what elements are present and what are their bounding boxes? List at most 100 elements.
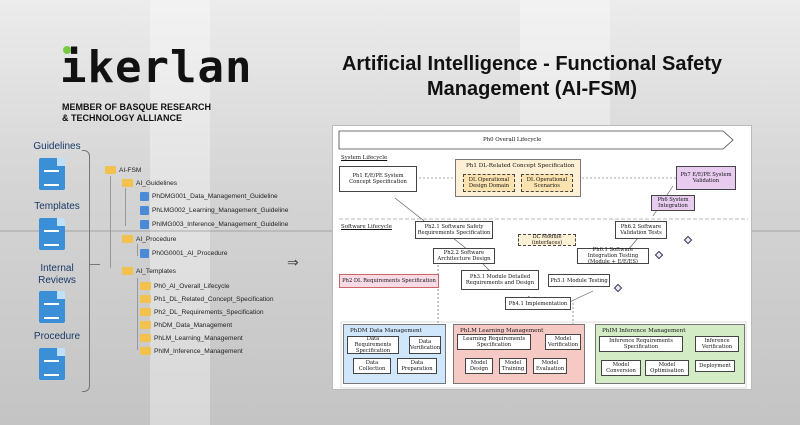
ph6-1-box: Ph6.1 Software Integration Testing (Modu…	[577, 247, 649, 265]
ph3-1-box: Ph3.1 Module Detailed Requirements and D…	[461, 270, 539, 290]
category-bracket	[82, 150, 90, 392]
tree-label: PhDM_Data_Management	[154, 321, 233, 329]
lm-design-box: Model Design	[465, 358, 493, 374]
ph2-dl-requirements-box: Ph2 DL Requirements Specification	[339, 274, 439, 288]
tree-item-template[interactable]: PhLM_Learning_Management	[140, 332, 243, 344]
page-title: Artificial Intelligence - Functional Saf…	[282, 52, 782, 102]
folder-icon	[140, 334, 151, 342]
ph6-system-integration-box: Ph6 System Integration	[651, 195, 695, 211]
tree-item-template[interactable]: PhDM_Data_Management	[140, 319, 232, 331]
system-lifecycle-label: System Lifecycle	[341, 155, 388, 161]
tree-item-file[interactable]: PhLMG002_Learning_Management_Guideline	[140, 204, 288, 216]
management-frame	[340, 321, 747, 389]
tree-line	[137, 278, 138, 350]
tree-label: Ph2_DL_Requirements_Specification	[154, 308, 264, 316]
dm-preparation-box: Data Preparation	[397, 358, 437, 374]
category-label-internal-reviews: Internal Reviews	[38, 263, 76, 286]
folder-icon	[105, 166, 116, 174]
tree-label: AI_Guidelines	[136, 179, 178, 187]
tree-line	[110, 176, 111, 268]
category-label-guidelines: Guidelines	[33, 141, 81, 152]
title-line2: Management (AI-FSM)	[427, 78, 637, 100]
category-label-procedure: Procedure	[33, 331, 81, 342]
tree-item-template[interactable]: Ph0_AI_Overall_Lifecycle	[140, 280, 230, 292]
tree-item-file[interactable]: PhDMG001_Data_Management_Guideline	[140, 190, 278, 202]
tree-line	[137, 244, 138, 256]
lm-requirements-box: Learning Requirements Specification	[457, 334, 531, 350]
folder-icon	[140, 282, 151, 290]
bg-shape	[150, 0, 210, 425]
ph2-1-box: Ph2.1 Software Safety Requirements Speci…	[415, 221, 493, 239]
diagram-connectors	[338, 130, 748, 389]
ph1-dl-title: Ph1 DL-Related Concept Specification	[466, 163, 575, 169]
alliance-line2: & TECHNOLOGY ALLIANCE	[62, 113, 183, 123]
alliance-line1: MEMBER OF BASQUE RESEARCH	[62, 102, 212, 112]
folder-icon	[122, 235, 133, 243]
im-optimisation-box: Model Optimisation	[645, 360, 689, 376]
tree-label: PhIM_Inference_Management	[154, 347, 243, 355]
tree-item-template[interactable]: Ph1_DL_Related_Concept_Specification	[140, 293, 274, 305]
tree-line	[125, 188, 126, 226]
document-icon	[39, 291, 65, 323]
ph5-1-box: Ph5.1 Module Testing	[548, 274, 610, 287]
lifecycle-diagram: Ph0 Overall Lifecycle System Lifecycle S…	[332, 125, 752, 390]
im-verification-box: Inference Verification	[695, 336, 739, 352]
document-icon	[39, 218, 65, 250]
tree-label: Ph0_AI_Overall_Lifecycle	[154, 282, 230, 290]
folder-icon	[122, 179, 133, 187]
folder-icon	[140, 321, 151, 329]
lm-verification-box: Model Verification	[545, 334, 581, 350]
ph1-system-concept-box: Ph1 E/E/PE System Concept Specification	[339, 166, 417, 192]
dm-verification-box: Data Verification	[409, 336, 441, 354]
tree-label: Ph0G0001_AI_Procedure	[152, 249, 228, 257]
dl-module-box: DL Module (interfaces)	[518, 234, 576, 246]
bg-shape	[520, 0, 610, 130]
folder-icon	[122, 267, 133, 275]
dm-requirements-box: Data Requirements Specification	[347, 336, 399, 354]
ikerlan-logo: ikerlan	[60, 42, 253, 93]
tree-item-procedure-folder[interactable]: AI_Procedure	[122, 233, 176, 245]
learning-management-group: PhLM Learning Management	[453, 324, 585, 384]
im-deployment-box: Deployment	[695, 360, 735, 372]
lm-training-box: Model Training	[499, 358, 527, 374]
tree-label: AI_Procedure	[136, 235, 177, 243]
logo-accent-dot	[63, 46, 71, 54]
dl-domain-box: DL Operational Design Domain	[463, 174, 515, 192]
lm-evaluation-box: Model Evaluation	[533, 358, 567, 374]
tree-label: PhLM_Learning_Management	[154, 334, 243, 342]
ph7-validation-box: Ph7 E/E/PE System Validation	[676, 166, 736, 190]
tree-label: PhDMG001_Data_Management_Guideline	[152, 192, 278, 200]
dm-title: PhDM Data Management	[350, 328, 422, 334]
file-icon	[140, 191, 149, 201]
dl-scenarios-box: DL Operational Scenarios	[521, 174, 573, 192]
tree-item-file[interactable]: PhIMG003_Inference_Management_Guideline	[140, 218, 288, 230]
folder-icon	[140, 308, 151, 316]
alliance-text: MEMBER OF BASQUE RESEARCH & TECHNOLOGY A…	[62, 102, 211, 124]
im-conversion-box: Model Conversion	[601, 360, 641, 376]
tree-label: Ph1_DL_Related_Concept_Specification	[154, 295, 274, 303]
tree-item-templates-folder[interactable]: AI_Templates	[122, 265, 176, 277]
bracket-tick	[90, 264, 100, 265]
tree-item-guidelines-folder[interactable]: AI_Guidelines	[122, 177, 177, 189]
tree-label: AI_Templates	[136, 267, 176, 275]
ph2-2-box: Ph2.2 Software Architecture Design	[433, 248, 495, 264]
tree-item-template[interactable]: Ph2_DL_Requirements_Specification	[140, 306, 264, 318]
ph6-2-box: Ph6.2 Software Validation Tests	[615, 221, 667, 239]
document-icon	[39, 158, 65, 190]
document-icon	[39, 348, 65, 380]
im-requirements-box: Inference Requirements Specification	[599, 336, 683, 352]
file-icon	[140, 248, 149, 258]
tree-item-root[interactable]: AI-FSM	[105, 164, 141, 176]
arrow-right-icon: ⇒	[287, 254, 299, 270]
lm-title: PhLM Learning Management	[460, 328, 544, 334]
category-label-templates: Templates	[34, 201, 80, 212]
ph4-1-box: Ph4.1 Implementation	[505, 297, 571, 310]
file-icon	[140, 205, 149, 215]
folder-icon	[140, 295, 151, 303]
tree-label: PhIMG003_Inference_Management_Guideline	[152, 220, 289, 228]
im-title: PhIM Inference Management	[602, 328, 686, 334]
tree-item-template[interactable]: PhIM_Inference_Management	[140, 345, 243, 357]
tree-item-file[interactable]: Ph0G0001_AI_Procedure	[140, 247, 228, 259]
overall-arrow-shape	[338, 130, 734, 150]
